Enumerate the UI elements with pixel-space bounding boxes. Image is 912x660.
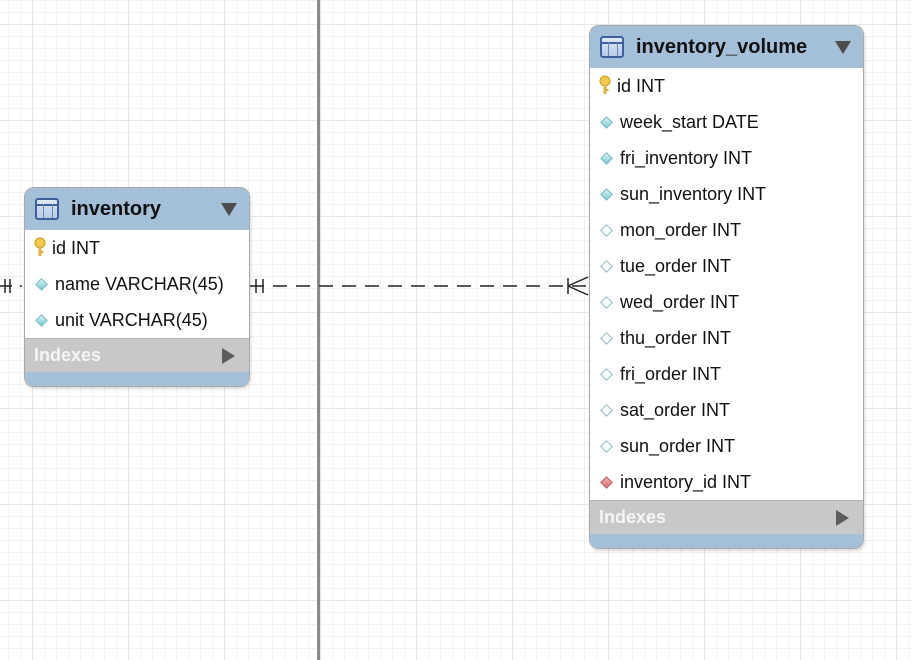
nonnull-column-icon	[600, 115, 613, 129]
table-footer	[25, 372, 249, 386]
nonnull-column-icon	[600, 187, 613, 201]
table-header[interactable]: inventory	[25, 188, 249, 230]
nullable-column-icon	[600, 223, 613, 237]
column-label: week_start DATE	[620, 111, 759, 132]
collapse-arrow-icon[interactable]	[221, 202, 237, 216]
column-row[interactable]: sun_inventory INT	[590, 176, 863, 212]
column-row[interactable]: fri_inventory INT	[590, 140, 863, 176]
table-icon	[35, 198, 59, 220]
column-row[interactable]: id INT	[590, 68, 863, 104]
column-label: inventory_id INT	[620, 471, 752, 492]
primary-key-icon	[34, 237, 46, 256]
column-row[interactable]: week_start DATE	[590, 104, 863, 140]
nullable-column-icon	[600, 331, 613, 345]
nonnull-column-icon	[600, 151, 613, 165]
nonnull-column-icon	[35, 313, 48, 327]
expand-arrow-icon[interactable]	[222, 347, 235, 364]
indexes-section[interactable]: Indexes	[590, 500, 863, 534]
indexes-label: Indexes	[599, 507, 667, 527]
column-label: mon_order INT	[620, 219, 742, 240]
indexes-label: Indexes	[34, 345, 102, 365]
nullable-column-icon	[600, 259, 613, 273]
column-label: thu_order INT	[620, 327, 732, 348]
column-row[interactable]: fri_order INT	[590, 356, 863, 392]
table-footer	[590, 534, 863, 548]
column-label: id INT	[617, 75, 666, 96]
expand-arrow-icon[interactable]	[836, 509, 849, 526]
column-row[interactable]: sun_order INT	[590, 428, 863, 464]
table-icon	[600, 36, 624, 58]
nullable-column-icon	[600, 403, 613, 417]
table-title: inventory	[71, 197, 162, 220]
column-label: id INT	[52, 237, 101, 258]
column-list: id INT name VARCHAR(45) unit VARCHAR(45)	[25, 230, 249, 338]
nullable-column-icon	[600, 367, 613, 381]
column-row[interactable]: inventory_id INT	[590, 464, 863, 500]
foreign-key-icon	[600, 475, 613, 489]
column-label: sun_order INT	[620, 435, 736, 456]
table-header[interactable]: inventory_volume	[590, 26, 863, 68]
connector-crow-foot-bottom	[567, 285, 589, 296]
column-row[interactable]: tue_order INT	[590, 248, 863, 284]
column-label: fri_inventory INT	[620, 147, 753, 168]
primary-key-icon	[599, 75, 611, 94]
column-row[interactable]: sat_order INT	[590, 392, 863, 428]
column-label: name VARCHAR(45)	[55, 273, 224, 294]
table-inventory[interactable]: inventory id INT name VARCHAR(45) unit V…	[24, 187, 250, 387]
column-row[interactable]: wed_order INT	[590, 284, 863, 320]
column-label: wed_order INT	[620, 291, 740, 312]
column-label: fri_order INT	[620, 363, 722, 384]
column-list: id INT week_start DATE fri_inventory INT…	[590, 68, 863, 500]
collapse-arrow-icon[interactable]	[835, 40, 851, 54]
nullable-column-icon	[600, 439, 613, 453]
column-label: sat_order INT	[620, 399, 731, 420]
table-inventory-volume[interactable]: inventory_volume id INT week_start DATE …	[589, 25, 864, 549]
column-row[interactable]: thu_order INT	[590, 320, 863, 356]
page-divider	[317, 0, 320, 660]
column-row[interactable]: mon_order INT	[590, 212, 863, 248]
column-label: sun_inventory INT	[620, 183, 767, 204]
nonnull-column-icon	[35, 277, 48, 291]
nullable-column-icon	[600, 295, 613, 309]
connector-crow-foot-top	[567, 276, 589, 287]
column-label: unit VARCHAR(45)	[55, 309, 208, 330]
column-label: tue_order INT	[620, 255, 732, 276]
table-title: inventory_volume	[636, 35, 808, 58]
column-row[interactable]: unit VARCHAR(45)	[25, 302, 249, 338]
indexes-section[interactable]: Indexes	[25, 338, 249, 372]
column-row[interactable]: id INT	[25, 230, 249, 266]
column-row[interactable]: name VARCHAR(45)	[25, 266, 249, 302]
